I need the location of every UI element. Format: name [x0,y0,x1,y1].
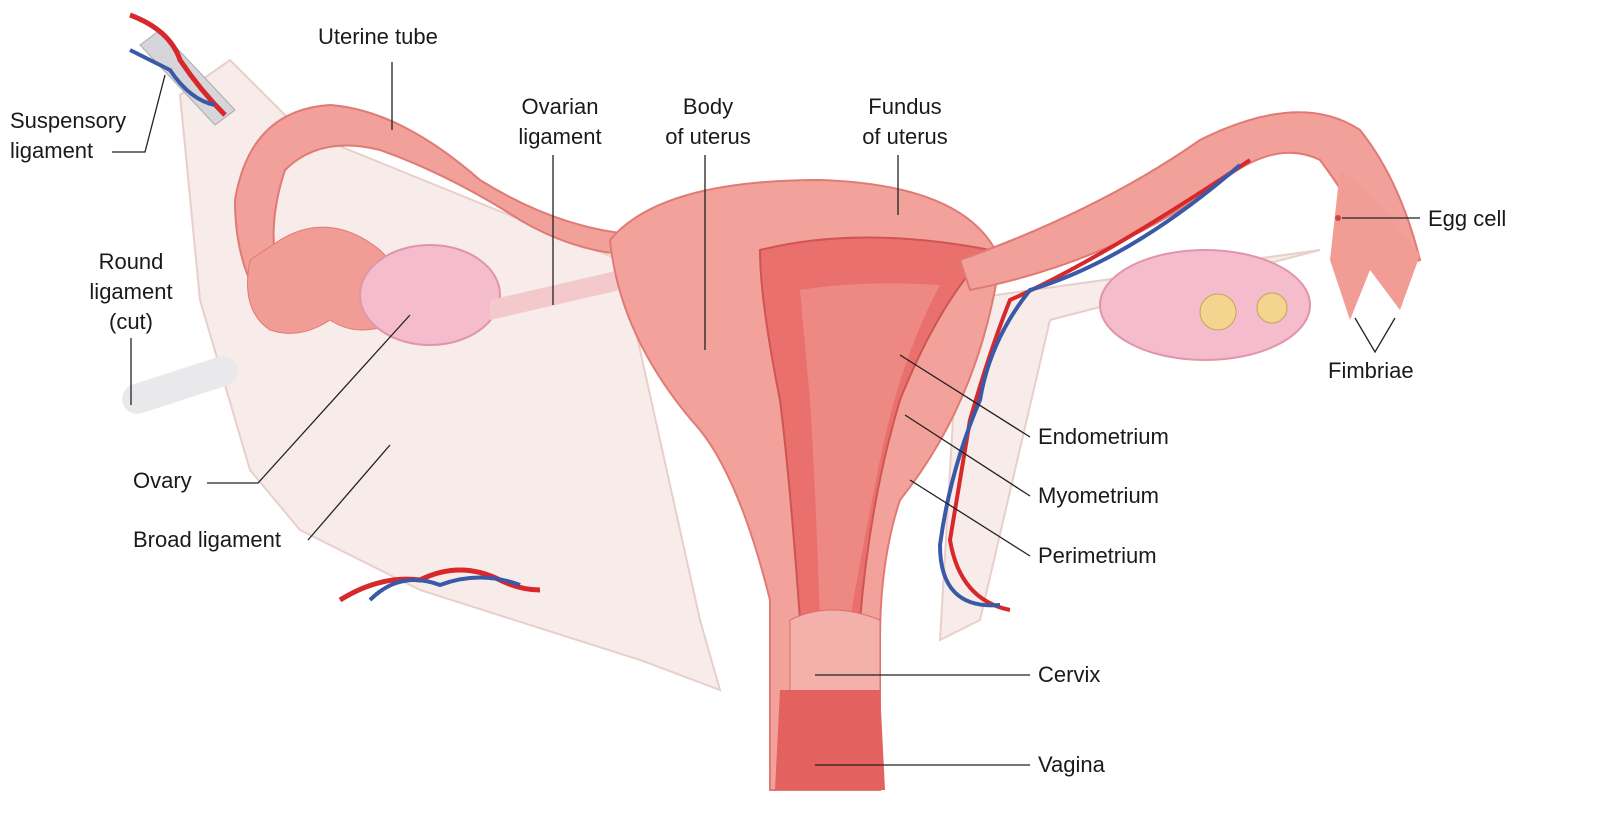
label-cervix: Cervix [1038,662,1101,687]
label-myometrium: Myometrium [1038,483,1160,508]
label-endometrium: Endometrium [1038,424,1169,449]
vein [368,575,521,602]
round-ligament-stump [122,356,238,414]
label-line: ligament [89,279,173,304]
label-line: (cut) [109,309,153,334]
vagina-shape [775,690,885,790]
label-perimetrium: Perimetrium [1038,543,1157,568]
label-uterine-tube: Uterine tube [318,24,438,49]
label-ovary: Ovary [133,468,192,493]
label-line: of uterus [665,124,751,149]
cervix-shape [789,609,881,701]
label-vagina: Vagina [1038,752,1105,777]
label-line: Body [682,94,734,119]
ovarian-ligament-shape [490,270,620,320]
endometrium-layer [800,283,940,620]
label-round-ligament: Round ligament (cut) [71,247,191,337]
label-body-of-uterus: Body of uterus [648,92,768,152]
label-ovarian-ligament: Ovarian ligament [500,92,620,152]
label-line: ligament [518,124,602,149]
label-line: ligament [10,138,94,163]
label-line: Fundus [868,94,942,119]
label-egg-cell: Egg cell [1428,206,1507,231]
leader-lines [112,62,1420,766]
vein-right [937,163,1242,608]
label-line: of uterus [862,124,948,149]
artery-right [947,158,1252,612]
label-suspensory-ligament: Suspensory ligament [10,106,126,166]
follicle [1199,293,1237,331]
follicle [1256,292,1288,324]
label-line: Suspensory [10,108,127,133]
left-ovary [359,244,501,346]
label-fundus-of-uterus: Fundus of uterus [845,92,965,152]
artery [338,567,541,603]
label-broad-ligament: Broad ligament [133,527,281,552]
label-line: Round [98,249,164,274]
egg-cell-dot [1335,215,1341,221]
label-line: Ovarian [521,94,599,119]
label-fimbriae: Fimbriae [1328,358,1414,383]
